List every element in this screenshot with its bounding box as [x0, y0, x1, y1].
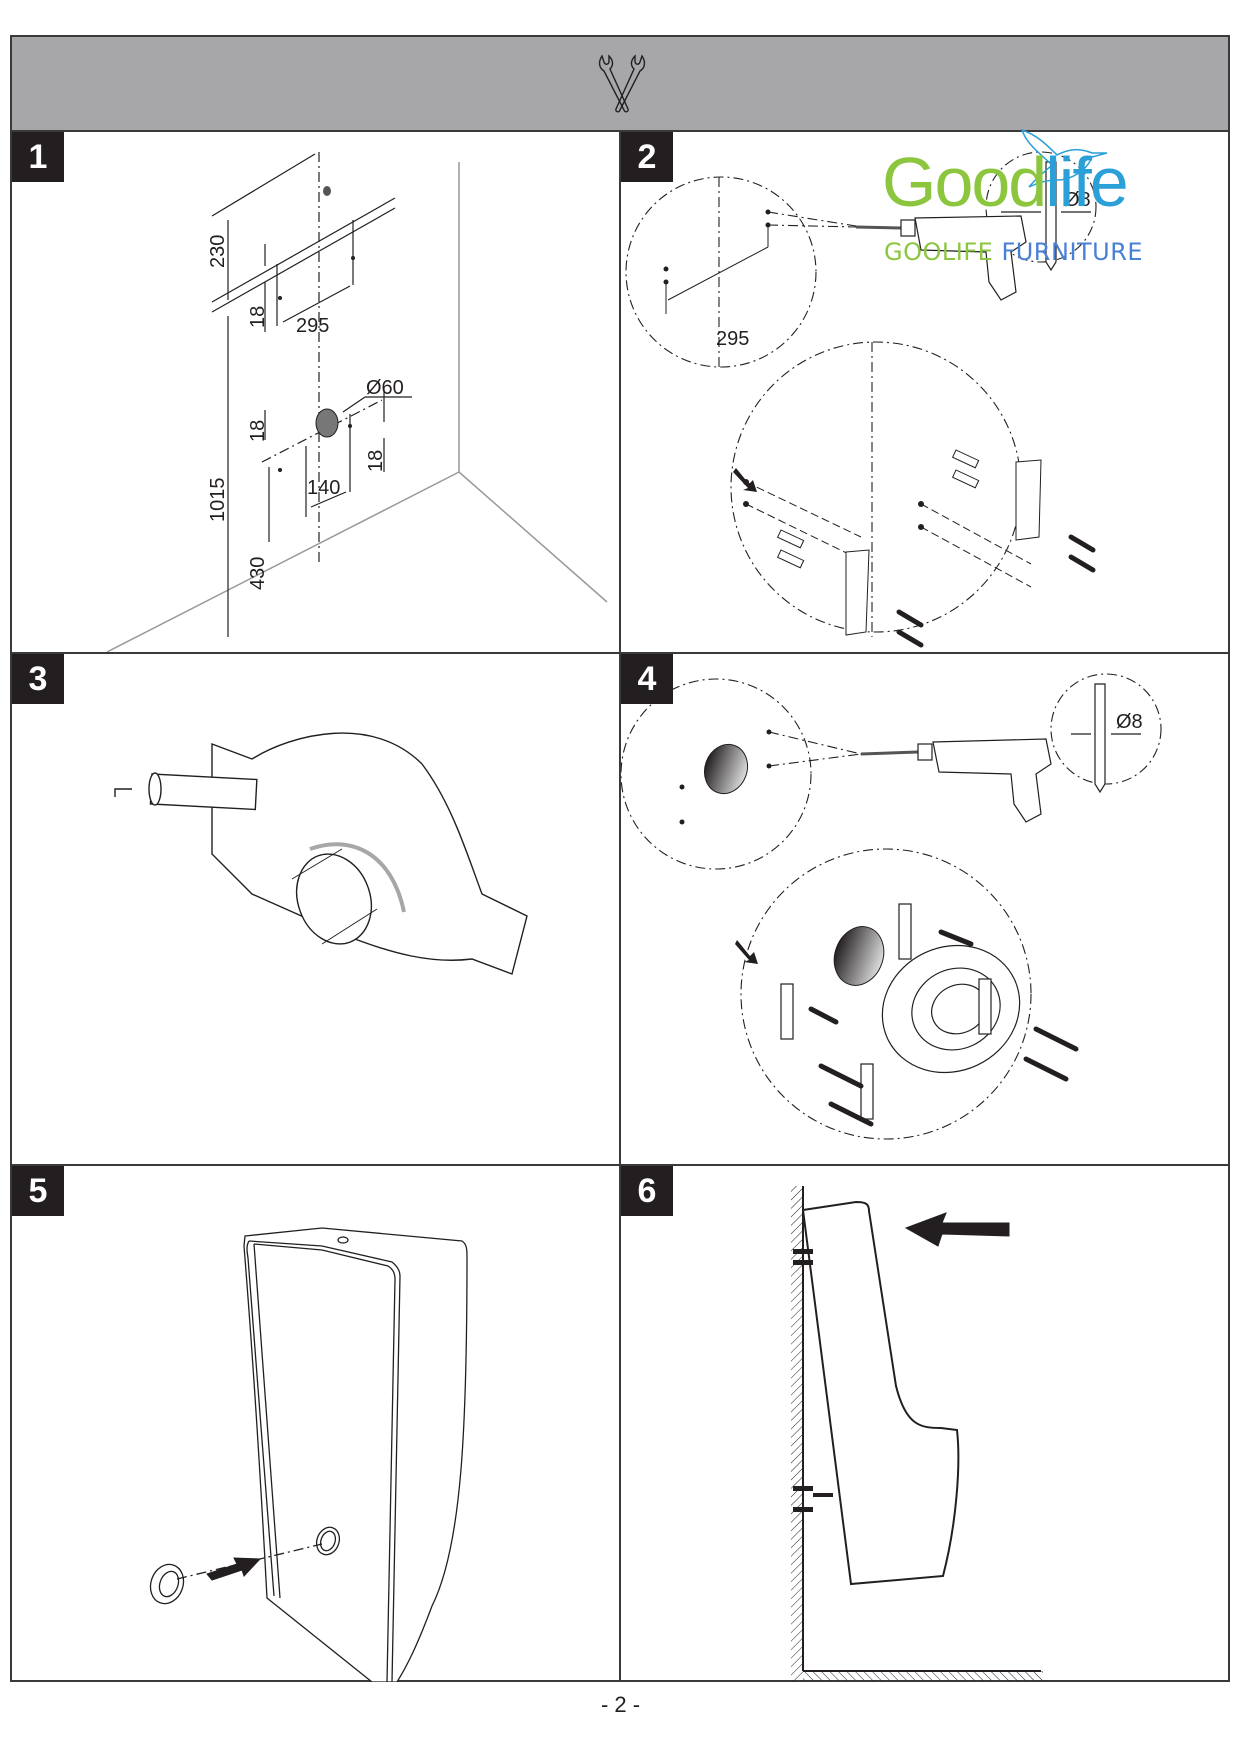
dimension-label: 295 [716, 328, 749, 350]
wall-measurement-diagram: 230 18 295 1015 Ø60 18 18 140 430 [106, 152, 608, 652]
drain-cap [703, 743, 749, 795]
drill-brackets-diagram: 295 Ø8 [625, 151, 1097, 648]
step-number-badge: 4 [621, 654, 673, 704]
step-number-badge: 6 [621, 1166, 673, 1216]
wrench-tools-icon [598, 54, 646, 113]
step-panel-4: 4 [621, 654, 1230, 1164]
instruction-sheet: 1 [10, 35, 1230, 1682]
step-number-badge: 3 [12, 654, 64, 704]
drill-bit-icon [1071, 683, 1141, 794]
dimension-label: 295 [296, 315, 329, 337]
step-panel-1: 1 [12, 132, 619, 652]
step-number-badge: 1 [12, 132, 64, 182]
dimension-label: 18 [247, 420, 269, 442]
sealant-connector-diagram [114, 732, 528, 975]
urinal-profile [802, 1200, 960, 1586]
dimension-label: Ø8 [1116, 711, 1143, 733]
arrow-icon [735, 940, 758, 964]
gasket-insert-diagram [149, 1227, 468, 1682]
arrow-icon [904, 1212, 1010, 1247]
column-divider [619, 132, 621, 1682]
wall-section [791, 1186, 803, 1682]
step-number-badge: 5 [12, 1166, 64, 1216]
dimension-label: 430 [247, 557, 269, 590]
page-number: - 2 - [600, 1692, 641, 1717]
dimension-label: Ø8 [1064, 189, 1091, 211]
row-divider [12, 652, 1228, 654]
wall-bracket [845, 549, 870, 636]
arrow-icon [206, 1557, 262, 1581]
dimension-label: 230 [207, 235, 229, 268]
arrow-icon [733, 468, 757, 492]
drill-icon [855, 215, 1027, 301]
drill-icon [860, 738, 1052, 823]
dimension-label: 18 [365, 450, 387, 472]
drain-connector [780, 903, 1021, 1120]
dimension-label: 18 [247, 306, 269, 328]
wall-bracket [1015, 459, 1042, 541]
step-panel-2: 2 295 [621, 132, 1230, 652]
row-divider [12, 1164, 1228, 1166]
urinal-hanging-diagram [791, 1186, 1043, 1682]
drain-cap [833, 926, 885, 986]
step-panel-3: 3 [12, 654, 619, 1164]
tools-header [12, 37, 1228, 132]
floor-section [803, 1671, 1043, 1681]
dimension-label: 1015 [207, 478, 229, 523]
step-number-badge: 2 [621, 132, 673, 182]
step-panel-5: 5 [12, 1166, 619, 1682]
dimension-label: Ø60 [366, 377, 404, 399]
drain-connector-install-diagram: Ø8 [621, 673, 1162, 1140]
step-panel-6: 6 [621, 1166, 1230, 1682]
dimension-label: 140 [307, 477, 340, 499]
